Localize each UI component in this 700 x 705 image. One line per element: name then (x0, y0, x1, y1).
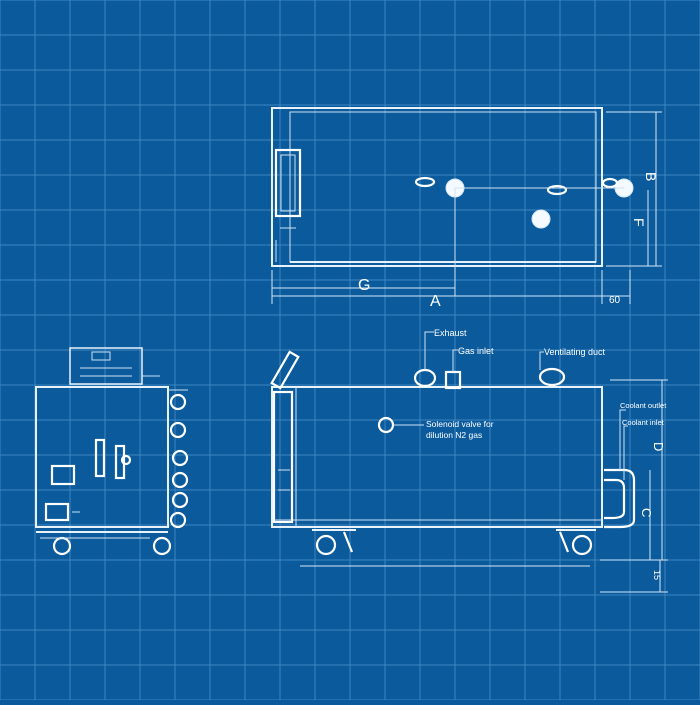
top-view: G A 60 B F (271, 107, 662, 310)
front-port-1 (169, 393, 187, 411)
dimension-label-lower: 15 (652, 570, 662, 580)
dimension-label-f: F (631, 218, 647, 227)
gas-inlet-leader (452, 349, 458, 372)
handle (270, 350, 300, 390)
ventilating-leader (539, 351, 544, 370)
dimension-label-g: G (358, 277, 370, 294)
dimension-label-d: D (651, 442, 666, 451)
front-view-body (35, 386, 169, 528)
dimension-label-c: C (639, 508, 654, 517)
front-port-5 (171, 491, 189, 509)
flowmeter-1 (94, 438, 106, 478)
exhaust-leader (424, 331, 434, 370)
gas-inlet-fitting-top (414, 176, 436, 188)
front-caster-right (152, 536, 172, 556)
callout-coolant-inlet: Coolant inlet (622, 418, 665, 427)
control-unit-display (91, 351, 111, 361)
callout-coolant-outlet: Coolant outlet (620, 401, 667, 410)
front-view (35, 347, 189, 556)
coolant-pipe-outer (604, 468, 636, 529)
duct-fitting-top (546, 184, 568, 196)
flowmeter-2 (114, 444, 126, 480)
front-port-4 (171, 471, 189, 489)
caster-right (556, 529, 596, 556)
caster-left (312, 529, 356, 556)
top-view-body (271, 107, 603, 267)
front-port-3 (171, 449, 189, 467)
control-panel-display (280, 154, 296, 212)
side-control-panel (272, 390, 294, 524)
control-panel-outline (274, 148, 302, 218)
ventilating-duct-fitting (538, 367, 566, 387)
callout-solenoid-line1: Solenoid valve for (426, 419, 494, 429)
coolant-pipe-inner (604, 478, 626, 520)
coolant-fitting-cap (601, 177, 619, 189)
dimension-label-e: 60 (609, 295, 621, 306)
callout-gas-inlet: Gas inlet (458, 346, 494, 356)
flowmeter-knob (120, 454, 132, 466)
front-control-unit (69, 347, 143, 385)
side-view-body (271, 386, 603, 528)
callout-ventilating-duct: Ventilating duct (544, 347, 606, 357)
callout-exhaust: Exhaust (434, 328, 467, 338)
nameplate (44, 502, 70, 522)
front-port-6 (169, 511, 187, 529)
coolant-inlet-leader (623, 425, 628, 480)
coolant-outlet-leader (619, 409, 626, 470)
info-plate (50, 464, 76, 486)
side-view: Exhaust Gas inlet Ventilating duct Solen… (270, 328, 668, 593)
dimension-label-b: B (643, 172, 659, 181)
dimension-label-a: A (430, 293, 441, 310)
ventilating-fitting-top (531, 209, 551, 229)
callout-solenoid-line2: dilution N2 gas (426, 430, 482, 440)
front-port-2 (169, 421, 187, 439)
